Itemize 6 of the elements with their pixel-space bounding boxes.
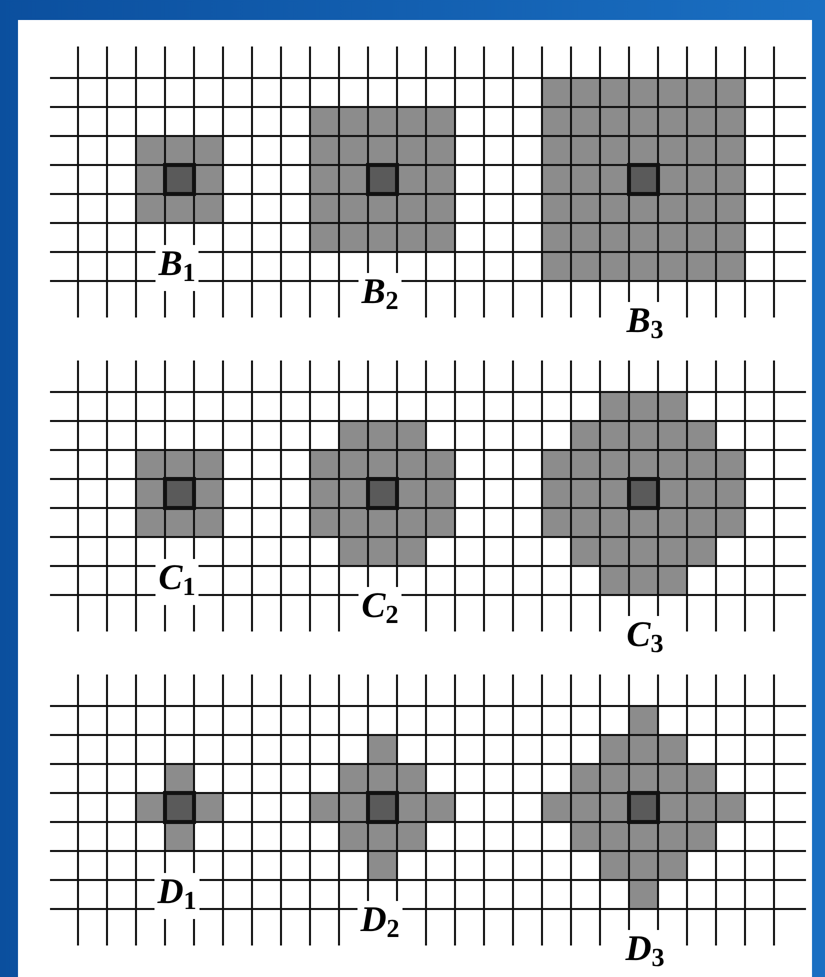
set-label: C$_{2}$ xyxy=(358,587,402,633)
set-label: D$_{2}$ xyxy=(358,901,402,947)
set-label: B$_{2}$ xyxy=(358,273,402,319)
set-label: B$_{1}$ xyxy=(156,245,198,291)
set-label: D$_{1}$ xyxy=(154,873,200,919)
set-label: C$_{1}$ xyxy=(156,559,198,605)
